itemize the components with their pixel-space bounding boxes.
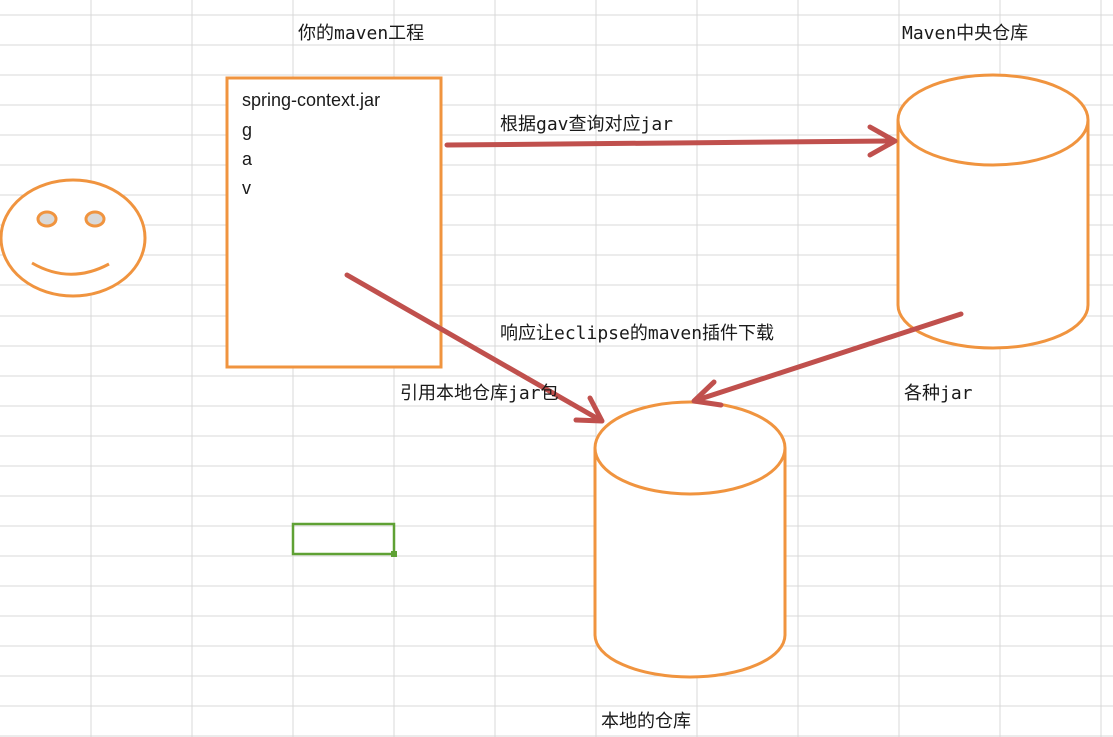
- central-repository-cylinder: [896, 73, 1090, 350]
- arrow-query-label: 根据gav查询对应jar: [500, 114, 673, 135]
- selected-cell-handle[interactable]: [391, 551, 397, 557]
- local-repository-cylinder: [593, 400, 787, 679]
- central-repository-label: Maven中央仓库: [902, 23, 1028, 44]
- project-line-a: a: [242, 149, 253, 169]
- arrow-download-local: [691, 311, 964, 408]
- selected-cell[interactable]: [291, 522, 396, 556]
- maven-project-title: 你的maven工程: [298, 23, 424, 44]
- arrow-reference-local: [344, 272, 605, 424]
- arrow-reference-label: 引用本地仓库jar包: [400, 383, 559, 404]
- project-line-jar: spring-context.jar: [242, 90, 380, 110]
- maven-project-box: [225, 76, 443, 369]
- smiley-face-icon: [0, 178, 147, 298]
- project-line-g: g: [242, 120, 252, 140]
- jars-label: 各种jar: [904, 383, 973, 404]
- arrow-query-central: [444, 124, 898, 158]
- project-line-v: v: [242, 178, 251, 198]
- local-repository-label: 本地的仓库: [601, 711, 691, 732]
- arrow-download-label: 响应让eclipse的maven插件下载: [500, 323, 774, 344]
